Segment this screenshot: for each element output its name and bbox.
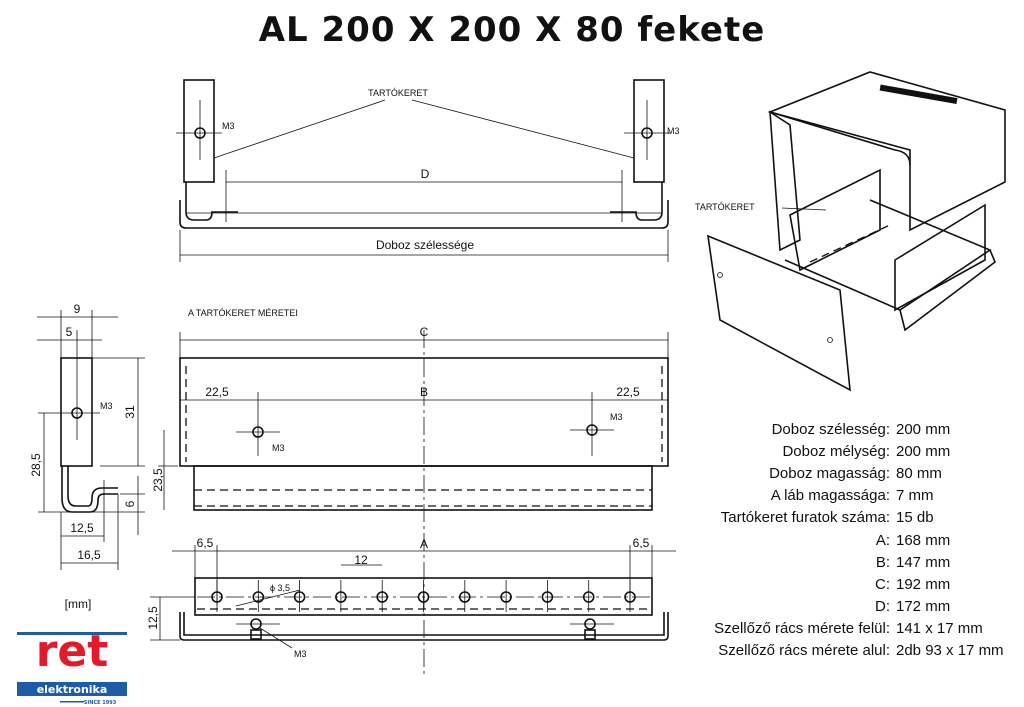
spec-row: Szellőző rács mérete alul: 2db 93 x 17 mm — [640, 640, 1004, 662]
dim-d-label: D — [421, 167, 430, 181]
spec-row: Doboz magasság: 80 mm — [640, 462, 1004, 484]
spec-row: A láb magassága: 7 mm — [640, 485, 1004, 507]
offset-left: 22,5 — [205, 385, 229, 399]
spec-value: 15 db — [896, 509, 934, 527]
screw-label: M3 — [610, 412, 623, 422]
frame-dimensions-heading: A TARTÓKERET MÉRETEI — [188, 308, 298, 318]
spec-value: 192 mm — [896, 575, 951, 593]
logo-sub: elektronika — [37, 683, 108, 696]
spec-label: C: — [875, 575, 890, 593]
ret-elektronika-logo: ret elektronika SINCE 1993 — [17, 626, 127, 706]
spec-label: Szellőző rács mérete alul: — [718, 642, 890, 660]
units-label: [mm] — [65, 597, 92, 611]
spec-value: 200 mm — [896, 442, 951, 460]
width-5: 5 — [66, 325, 73, 339]
spec-value: 172 mm — [896, 598, 951, 616]
spec-row: Tartókeret furatok száma: 15 db — [640, 507, 1004, 529]
height-12-5: 12,5 — [146, 606, 160, 630]
frame-label: TARTÓKERET — [695, 202, 755, 212]
frame-section: A TARTÓKERET MÉRETEI C B 22,5 22,5 M3 M3… — [151, 308, 669, 675]
spec-row: C: 192 mm — [640, 573, 1004, 595]
spec-row: B: 147 mm — [640, 551, 1004, 573]
spec-label: B: — [875, 553, 890, 571]
spec-label: A láb magassága: — [770, 487, 890, 505]
spec-label: A: — [875, 531, 890, 549]
spec-row: Szellőző rács mérete felül: 141 x 17 mm — [640, 618, 1004, 640]
screw-label: M3 — [100, 401, 113, 411]
logo-main: ret — [36, 626, 109, 677]
bottom-view: A 6,5 6,5 12 ϕ 3,5 M3 12,5 — [146, 536, 676, 659]
screw-label: M3 — [667, 126, 680, 136]
dim-a-label: A — [420, 537, 428, 551]
spec-label: Doboz szélesség: — [771, 420, 890, 438]
frame-label: TARTÓKERET — [368, 88, 428, 98]
spec-value: 2db 93 x 17 mm — [896, 642, 1004, 660]
edge-right: 6,5 — [633, 536, 650, 550]
width-12-5: 12,5 — [70, 521, 94, 535]
screw-label: M3 — [222, 121, 235, 131]
side-view: M3 9 5 31 28,5 6 12,5 16,5 [mm] — [29, 302, 145, 611]
spec-list: Doboz szélesség: 200 mm Doboz mélység: 200 … — [640, 418, 1004, 662]
spec-label: Szellőző rács mérete felül: — [714, 620, 890, 638]
logo-since: SINCE 1993 — [84, 700, 117, 706]
spec-value: 7 mm — [896, 487, 934, 505]
spec-label: Doboz mélység: — [782, 442, 890, 460]
spec-value: 80 mm — [896, 464, 942, 482]
spec-value: 141 x 17 mm — [896, 620, 983, 638]
hole-diameter: ϕ 3,5 — [270, 583, 290, 593]
spec-value: 200 mm — [896, 420, 951, 438]
spec-value: 168 mm — [896, 531, 951, 549]
spec-value: 147 mm — [896, 553, 951, 571]
box-width-label: Doboz szélessége — [376, 238, 474, 252]
spec-label: Tartókeret furatok száma: — [720, 509, 890, 527]
height-28-5: 28,5 — [29, 453, 43, 477]
height-label: 23,5 — [151, 468, 165, 492]
spec-label: Doboz magasság: — [769, 464, 890, 482]
height-31: 31 — [123, 405, 137, 419]
spec-row: Doboz szélesség: 200 mm — [640, 418, 1004, 440]
screw-label: M3 — [294, 649, 307, 659]
edge-left: 6,5 — [197, 536, 214, 550]
isometric-box-view: TARTÓKERET — [695, 71, 1006, 392]
spec-label: D: — [875, 598, 890, 616]
page-title: AL 200 X 200 X 80 fekete — [258, 10, 766, 50]
height-6: 6 — [123, 500, 137, 507]
top-view: D Doboz szélessége TARTÓKERET M3 M3 — [176, 79, 680, 262]
spec-row: Doboz mélység: 200 mm — [640, 440, 1004, 462]
width-9: 9 — [74, 302, 81, 316]
width-16-5: 16,5 — [77, 548, 101, 562]
hole-pitch: 12 — [354, 553, 368, 567]
screw-label: M3 — [272, 443, 285, 453]
spec-row: A: 168 mm — [640, 529, 1004, 551]
spec-row: D: 172 mm — [640, 596, 1004, 618]
offset-right: 22,5 — [616, 385, 640, 399]
